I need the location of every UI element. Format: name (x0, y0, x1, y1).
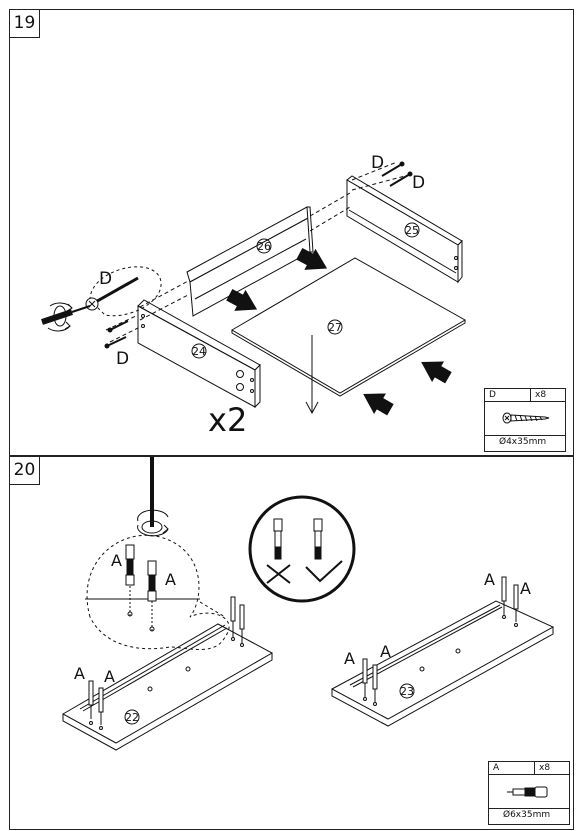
label-d: D (412, 173, 425, 193)
label-d: D (99, 269, 112, 289)
label-a: A (380, 642, 391, 661)
dowel-icon (88, 576, 519, 730)
dowel-icon (489, 775, 569, 809)
dowel-detail-bubble (85, 534, 230, 650)
hardware-size: Ø4x35mm (499, 437, 547, 447)
label-a: A (484, 570, 495, 589)
screwdriver-icon (41, 302, 91, 332)
panel-22 (61, 623, 274, 751)
step-number-text: 19 (13, 13, 36, 33)
quantity-multiplier: x2 (208, 401, 247, 439)
label-a: A (165, 570, 176, 589)
part-number-27: 27 (328, 321, 342, 334)
step-19-diagram: 26 25 27 24 D D D D x2 (41, 153, 467, 439)
dowel-icon (125, 544, 157, 632)
correct-incorrect-icon (248, 495, 356, 603)
hardware-letter: D (489, 390, 496, 400)
label-a: A (74, 664, 85, 683)
hardware-qty: x8 (530, 389, 565, 401)
label-a: A (344, 649, 355, 668)
hardware-qty: x8 (534, 762, 569, 774)
hardware-size: Ø6x35mm (503, 810, 551, 820)
alignment-lines (105, 161, 406, 343)
part-number-23: 23 (400, 685, 414, 698)
step-19-panel: 19 (9, 9, 574, 456)
screw-d-icon (381, 161, 413, 187)
part-number-24: 24 (192, 345, 206, 358)
step-number: 19 (10, 10, 40, 38)
panel-25 (346, 175, 463, 284)
step-20-diagram: 22 23 A A A A A A A A (61, 457, 555, 751)
panel-23 (330, 600, 555, 727)
panel-24 (137, 299, 261, 409)
step-number: 20 (10, 457, 40, 485)
label-d: D (116, 349, 129, 369)
screw-icon (485, 402, 565, 436)
part-number-26: 26 (257, 240, 271, 253)
step-number-text: 20 (13, 460, 36, 480)
direction-arrows (226, 247, 452, 416)
label-d: D (371, 153, 384, 173)
part-number-25: 25 (405, 224, 419, 237)
panel-26 (186, 206, 314, 317)
label-a: A (520, 579, 531, 598)
label-a: A (111, 551, 122, 570)
hardware-letter: A (493, 763, 500, 773)
label-a: A (104, 667, 115, 686)
screwdriver-icon (137, 457, 169, 537)
step-20-panel: 20 (9, 456, 574, 830)
panel-27 (231, 257, 467, 397)
screw-d-icon (104, 320, 129, 349)
part-number-22: 22 (125, 711, 139, 724)
